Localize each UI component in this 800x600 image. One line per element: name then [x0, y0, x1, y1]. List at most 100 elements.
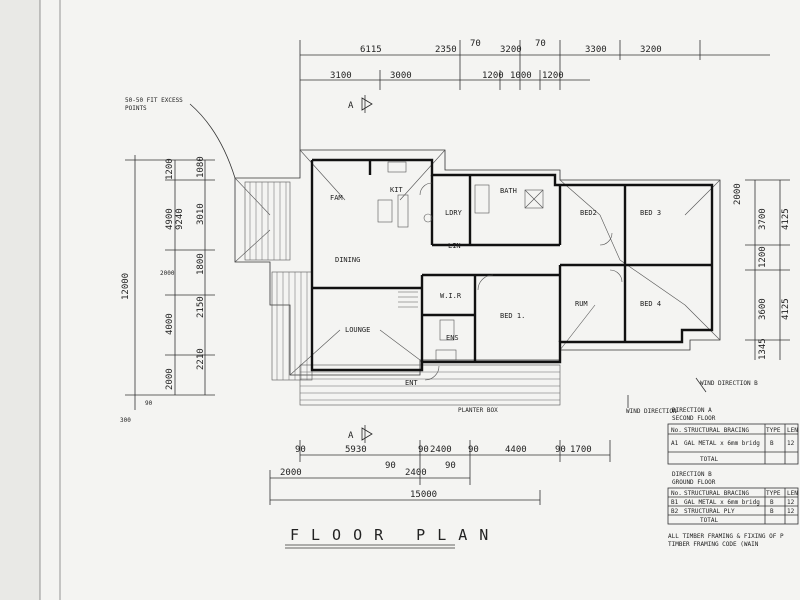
bottom-dim-2: 5930	[345, 445, 367, 455]
wind-b-label: WIND DIRECTION B	[700, 380, 758, 387]
fixtures	[377, 161, 623, 381]
room-ent: ENT	[405, 379, 418, 387]
svg-text:No.: No.	[671, 427, 682, 434]
bottom-dim-5: 90	[468, 445, 479, 455]
title-block: FLOOR PLAN	[285, 526, 500, 549]
right-dim-6: 4125	[781, 298, 791, 320]
bottom-dim-4: 2400	[430, 445, 452, 455]
room-bed4: BED 4	[640, 300, 661, 308]
svg-text:12: 12	[787, 440, 795, 447]
left-dim-5: 2000	[165, 368, 175, 390]
svg-text:12: 12	[787, 499, 795, 506]
right-dim-1: 2000	[733, 183, 743, 205]
left-dim-9: 2150	[196, 296, 206, 318]
left-dim-3: 9240	[175, 208, 185, 230]
top-dim-8: 3100	[330, 71, 352, 81]
left-dim-2: 4900	[165, 208, 175, 230]
left-dim-1: 1200	[165, 158, 175, 180]
svg-text:B: B	[770, 440, 774, 447]
room-lounge: LOUNGE	[345, 326, 370, 334]
svg-text:DIRECTION B: DIRECTION B	[672, 471, 712, 478]
svg-text:LEN: LEN	[787, 427, 798, 434]
left-dim-4: 4000	[165, 313, 175, 335]
svg-text:GAL METAL x 6mm bridg: GAL METAL x 6mm bridg	[684, 440, 760, 447]
deck-hatch-left	[244, 181, 313, 381]
wind-label: WIND DIRECTION	[626, 408, 677, 415]
left-dim-total: 12000	[121, 273, 131, 300]
svg-text:STRUCTURAL BRACING: STRUCTURAL BRACING	[684, 490, 749, 497]
bottom-dim-8: 1700	[570, 445, 592, 455]
top-dim-4: 3200	[500, 45, 522, 55]
svg-text:SECOND FLOOR: SECOND FLOOR	[672, 415, 716, 422]
bottom-dim-10: 90	[385, 461, 396, 471]
room-bed3: BED 3	[640, 209, 661, 217]
bottom-dim-1: 90	[295, 445, 306, 455]
section-marker-bottom: A	[348, 425, 373, 443]
left-misc-2: 300	[120, 417, 131, 424]
svg-text:TYPE: TYPE	[766, 490, 781, 497]
room-fam: FAM	[330, 194, 343, 202]
svg-text:A: A	[348, 101, 354, 111]
svg-text:LEN: LEN	[787, 490, 798, 497]
svg-text:No.: No.	[671, 490, 682, 497]
right-dimension-lines: 2000 3700 4125 1200 3600 4125 1345	[733, 179, 791, 360]
room-bed1: BED 1.	[500, 312, 525, 320]
svg-text:B: B	[770, 499, 774, 506]
svg-text:TOTAL: TOTAL	[700, 517, 718, 524]
svg-text:B: B	[770, 508, 774, 515]
page-title: FLOOR PLAN	[290, 526, 500, 544]
walls	[310, 158, 714, 372]
left-dim-8: 1800	[196, 253, 206, 275]
svg-text:GAL METAL x 6mm bridg: GAL METAL x 6mm bridg	[684, 499, 760, 506]
bottom-dim-3: 90	[418, 445, 429, 455]
room-bed2: BED2	[580, 209, 597, 217]
svg-text:ALL TIMBER FRAMING & FIXING OF: ALL TIMBER FRAMING & FIXING OF P	[668, 533, 784, 540]
svg-text:POINTS: POINTS	[125, 105, 147, 112]
room-bath: BATH	[500, 187, 517, 195]
bottom-dim-7: 90	[555, 445, 566, 455]
top-dim-3: 70	[470, 39, 481, 49]
top-dim-1: 6115	[360, 45, 382, 55]
wind-direction: WIND DIRECTION WIND DIRECTION B	[626, 377, 758, 415]
room-ldry: LDRY	[445, 209, 463, 217]
bottom-dim-11: 2400	[405, 468, 427, 478]
deck-hatch-bottom	[299, 364, 561, 406]
svg-text:STRUCTURAL PLY: STRUCTURAL PLY	[684, 508, 735, 515]
top-dim-12: 1200	[542, 71, 564, 81]
right-dim-4: 1200	[758, 246, 768, 268]
svg-text:TYPE: TYPE	[766, 427, 781, 434]
planter-box-label: PLANTER BOX	[458, 407, 498, 414]
section-marker-top: A	[348, 95, 373, 113]
svg-text:STRUCTURAL BRACING: STRUCTURAL BRACING	[684, 427, 749, 434]
svg-text:GROUND FLOOR: GROUND FLOOR	[672, 479, 716, 486]
top-dim-9: 3000	[390, 71, 412, 81]
bracing-table-b: DIRECTION B GROUND FLOOR No. STRUCTURAL …	[667, 471, 799, 525]
left-dimension-lines: 12000 1200 4900 9240 4000 2000 1080 3010…	[120, 155, 215, 424]
right-dim-2: 3700	[758, 208, 768, 230]
top-dim-2: 2350	[435, 45, 457, 55]
bottom-dimension-lines: 90 5930 90 2400 90 4400 90 1700 2000 90 …	[269, 440, 611, 505]
svg-text:B2: B2	[671, 508, 679, 515]
top-dim-10: 1200	[482, 71, 504, 81]
svg-text:B1: B1	[671, 499, 679, 506]
bottom-dim-9: 2000	[280, 468, 302, 478]
svg-text:A1: A1	[671, 440, 679, 447]
top-dim-11: 1000	[510, 71, 532, 81]
room-dining: DINING	[335, 256, 360, 264]
left-misc-3: 2000	[160, 270, 175, 277]
room-rum: RUM	[575, 300, 588, 308]
note-top-left: 50-50 FIT EXCESS POINTS	[125, 97, 236, 179]
bottom-total-dim: 15000	[410, 490, 437, 500]
bracing-table-a: DIRECTION A SECOND FLOOR No. STRUCTURAL …	[667, 407, 799, 465]
top-dim-5: 70	[535, 39, 546, 49]
room-kit: KIT	[390, 186, 403, 194]
svg-text:A: A	[348, 431, 354, 441]
top-dim-7: 3200	[640, 45, 662, 55]
room-linen: LIN	[448, 242, 461, 250]
room-wir: W.I.R	[440, 292, 462, 300]
top-dimension-lines: 6115 2350 70 3200 70 3300 3200 3100 3000…	[299, 39, 770, 150]
left-dim-7: 3010	[196, 203, 206, 225]
footer-note: ALL TIMBER FRAMING & FIXING OF P TIMBER …	[668, 533, 784, 548]
right-dim-5: 3600	[758, 298, 768, 320]
top-dim-6: 3300	[585, 45, 607, 55]
